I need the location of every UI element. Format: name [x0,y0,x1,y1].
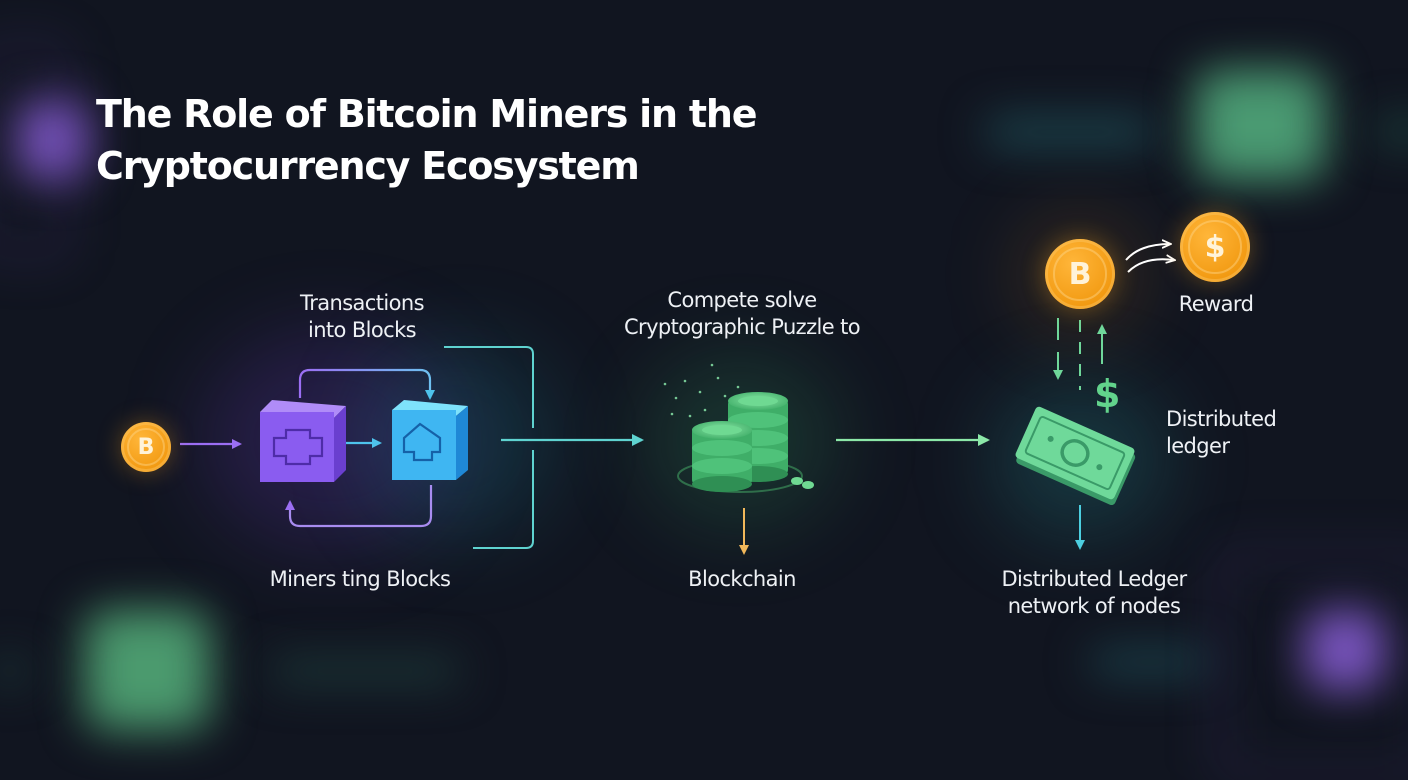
reward-arrow-2 [1127,259,1174,273]
reward-arrow-1 [1125,244,1170,261]
input-bitcoin-coin-icon: B [121,422,171,472]
label-transactions-into-blocks: Transactions into Blocks [300,291,424,342]
page-title: The Role of Bitcoin Miners in the Crypto… [96,88,757,192]
coin-stack-database-icon [663,363,814,493]
loop-arrow-top [298,368,435,400]
bracket-connector [444,346,534,549]
title-line-2: Cryptocurrency Ecosystem [96,144,640,188]
loop-arrow-bottom [285,485,433,528]
label-blockchain: Blockchain [688,567,796,591]
label-compete-solve-puzzle: Compete solve Cryptographic Puzzle to [623,288,861,339]
label-miners-blocks: Miners ting Blocks [269,567,451,591]
label-reward: Reward [1178,292,1254,316]
title-line-1: The Role of Bitcoin Miners in the [96,92,757,136]
reward-dollar-coin-icon: $ [1180,212,1250,282]
label-distributed-ledger-network: Distributed Ledger network of nodes [1001,567,1187,618]
miner-bitcoin-coin-icon: B [1045,239,1115,309]
purple-block-icon [260,400,346,482]
dollar-sign-icon: $ [1094,372,1121,416]
blue-block-icon [392,400,468,480]
banknote-icon [1015,406,1136,506]
label-distributed-ledger-side: Distributed ledger [1166,407,1277,458]
